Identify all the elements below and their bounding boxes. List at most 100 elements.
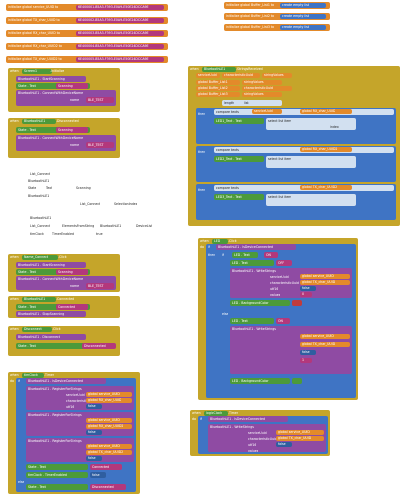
global-getter[interactable] <box>276 430 324 435</box>
param-chip[interactable] <box>262 73 292 78</box>
set-bg-block[interactable] <box>230 300 290 306</box>
arg-label: values <box>248 449 259 453</box>
component-dropdown[interactable] <box>202 67 236 72</box>
select-list-item[interactable] <box>266 156 356 168</box>
led-text-getter[interactable] <box>232 252 258 258</box>
select-list-item[interactable] <box>266 118 356 130</box>
text-value[interactable] <box>56 83 88 89</box>
call-block[interactable] <box>16 76 86 82</box>
global-value-block[interactable] <box>76 57 164 62</box>
get-block[interactable] <box>252 109 282 114</box>
global-value-block[interactable] <box>280 3 326 8</box>
text-value[interactable] <box>82 343 116 349</box>
global-getter[interactable] <box>300 342 350 347</box>
global-value-block[interactable] <box>76 5 164 10</box>
component-dropdown[interactable] <box>204 411 228 416</box>
global-getter[interactable] <box>300 147 352 152</box>
set-block[interactable] <box>16 269 90 275</box>
call-block[interactable] <box>16 262 86 268</box>
select-list-item[interactable] <box>266 194 356 206</box>
arg-value[interactable] <box>86 97 114 103</box>
global-getter-label: global RX_char_UUID <box>302 109 336 113</box>
set-block[interactable] <box>26 484 88 490</box>
global-value-block[interactable] <box>76 18 164 23</box>
then-label: then <box>198 188 206 192</box>
color-value[interactable] <box>292 378 302 384</box>
global-getter[interactable] <box>86 424 132 429</box>
component-dropdown[interactable] <box>22 297 56 302</box>
values-value[interactable] <box>300 292 312 297</box>
set-block[interactable] <box>230 260 274 266</box>
global-getter[interactable] <box>86 398 132 403</box>
values-value[interactable] <box>300 358 312 363</box>
global-getter[interactable] <box>300 109 352 114</box>
get-block[interactable] <box>242 86 292 91</box>
set-label-block[interactable] <box>214 194 264 200</box>
set-block[interactable] <box>26 464 88 470</box>
set-block[interactable] <box>16 83 90 89</box>
component-dropdown[interactable] <box>212 239 228 244</box>
param-chip[interactable] <box>196 73 220 78</box>
set-block[interactable] <box>16 304 90 310</box>
call-block[interactable] <box>16 311 86 317</box>
length-list-block[interactable] <box>222 100 282 106</box>
set-label-block[interactable] <box>214 118 264 124</box>
global-getter[interactable] <box>86 450 132 455</box>
set-block[interactable] <box>16 127 90 133</box>
global-getter[interactable] <box>300 334 350 339</box>
global-value-block[interactable] <box>280 25 326 30</box>
text-value[interactable] <box>90 464 122 470</box>
condition-block[interactable] <box>26 378 106 384</box>
set-global-block[interactable] <box>196 92 240 97</box>
false-value[interactable] <box>86 430 102 435</box>
get-block[interactable] <box>242 92 282 97</box>
global-value-block[interactable] <box>76 44 164 49</box>
component-dropdown[interactable] <box>22 119 56 124</box>
text-value[interactable] <box>276 260 292 266</box>
global-getter[interactable] <box>300 274 350 279</box>
set-global-block[interactable] <box>196 86 240 91</box>
text-value[interactable] <box>56 269 88 275</box>
global-variable-block[interactable] <box>224 24 330 31</box>
text-value[interactable] <box>56 127 88 133</box>
set-label-block[interactable] <box>214 156 264 162</box>
set-block[interactable] <box>230 318 274 324</box>
text-value[interactable] <box>56 304 88 310</box>
false-value[interactable] <box>86 404 102 409</box>
false-value[interactable] <box>276 442 292 447</box>
component-dropdown[interactable] <box>22 69 52 74</box>
condition-block[interactable] <box>216 244 296 250</box>
false-value[interactable] <box>86 456 102 461</box>
call-block[interactable] <box>16 334 86 340</box>
get-block[interactable] <box>242 80 282 85</box>
arg-value[interactable] <box>86 283 114 289</box>
global-getter[interactable] <box>86 444 132 449</box>
false-value[interactable] <box>90 472 106 478</box>
set-bg-block[interactable] <box>230 378 290 384</box>
global-getter[interactable] <box>276 436 324 441</box>
text-value[interactable] <box>276 318 290 324</box>
component-dropdown[interactable] <box>22 373 44 378</box>
set-block[interactable] <box>26 472 88 478</box>
false-value[interactable] <box>300 350 316 355</box>
text-value[interactable] <box>90 484 126 490</box>
global-variable-block[interactable] <box>224 13 330 20</box>
set-global-block[interactable] <box>196 80 240 85</box>
on-value[interactable] <box>264 252 278 258</box>
false-value[interactable] <box>300 286 316 291</box>
param-chip[interactable] <box>222 73 260 78</box>
param-label: stringValues <box>264 73 284 77</box>
global-getter[interactable] <box>300 185 352 190</box>
global-getter[interactable] <box>86 392 132 397</box>
component-dropdown[interactable] <box>22 255 58 260</box>
component-dropdown[interactable] <box>22 327 52 332</box>
global-getter[interactable] <box>86 418 132 423</box>
set-block[interactable] <box>16 343 90 349</box>
global-getter[interactable] <box>300 280 350 285</box>
arg-value[interactable] <box>86 142 114 148</box>
global-value-block[interactable] <box>76 31 164 36</box>
global-value-block[interactable] <box>280 14 326 19</box>
global-variable-block[interactable] <box>224 2 330 9</box>
condition-block[interactable] <box>208 416 288 422</box>
color-value[interactable] <box>292 300 302 306</box>
